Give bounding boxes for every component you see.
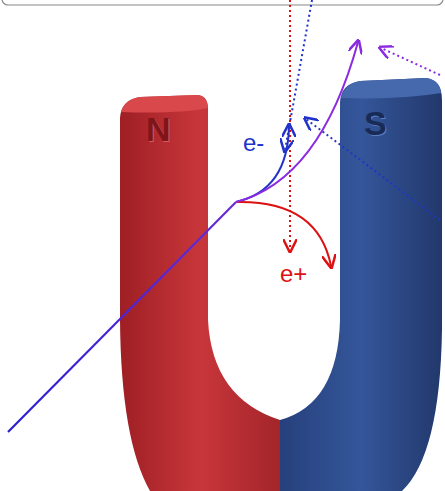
positron-track: [236, 202, 331, 266]
north-arm: [120, 95, 280, 491]
particle-label: e+: [280, 262, 307, 286]
photon-track: [236, 42, 358, 202]
south-pole-face: [341, 78, 441, 98]
pole-letter: S: [364, 106, 387, 140]
south-arm: [280, 78, 442, 491]
photon-dotted-path: [381, 48, 440, 75]
north-pole-face: [121, 95, 208, 113]
pole-letter: N: [146, 112, 171, 146]
top-panel: [2, 0, 443, 5]
particle-label: e-: [243, 131, 264, 155]
incoming-beam: [8, 202, 236, 432]
